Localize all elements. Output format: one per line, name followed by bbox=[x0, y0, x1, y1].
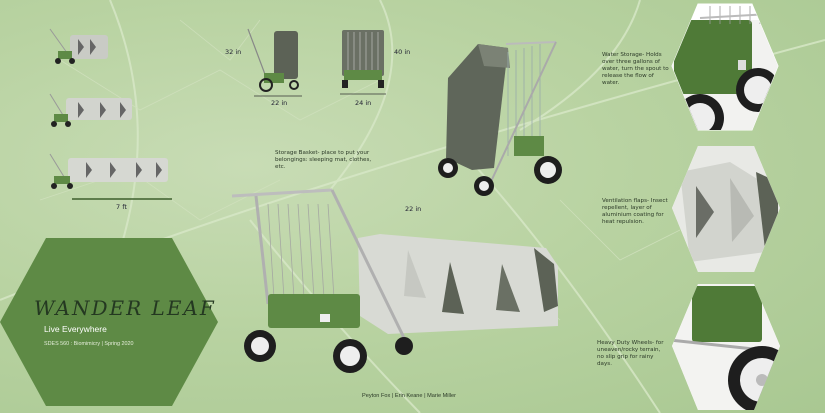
depth-width-label: 24 in bbox=[355, 99, 372, 107]
cart-partial-thumbnail bbox=[49, 93, 132, 127]
width-dimension-line bbox=[254, 95, 302, 97]
ventilation-detail-hexagon bbox=[672, 146, 780, 272]
course-info: SDES 560 : Biomimicry | Spring 2020 bbox=[44, 341, 134, 347]
storage-basket-callout: Storage Basket- place to put your belong… bbox=[275, 150, 372, 170]
wheel-detail-hexagon bbox=[672, 284, 780, 410]
cart-extended-thumbnail bbox=[49, 153, 168, 189]
length-dimension-line bbox=[72, 198, 172, 200]
authors: Peyton Fox | Erin Keane | Marie Miller bbox=[362, 393, 456, 399]
depth-width-line bbox=[340, 93, 386, 95]
collapsed-cart-render bbox=[438, 41, 562, 196]
depth-height-label: 40 in bbox=[394, 48, 411, 56]
side-view-drawing bbox=[247, 28, 299, 92]
project-title: WANDER LEAF bbox=[34, 296, 216, 320]
water-storage-detail-hexagon bbox=[671, 3, 779, 131]
main-width-label: 22 in bbox=[405, 205, 422, 213]
width-dimension-label: 22 in bbox=[271, 99, 288, 107]
cart-collapsed-thumbnail bbox=[49, 28, 108, 64]
length-dimension-label: 7 ft bbox=[116, 203, 127, 211]
front-view-drawing bbox=[342, 30, 384, 88]
extended-cart-render bbox=[231, 188, 558, 373]
wheels-callout: Heavy Duty Wheels- for uneaven/rocky ter… bbox=[597, 340, 664, 367]
title-hexagon bbox=[0, 238, 218, 406]
water-storage-callout: Water Storage- Holds over three gallons … bbox=[602, 52, 669, 86]
ventilation-callout: Ventilation flaps- Insect repellent, lay… bbox=[602, 198, 668, 225]
height-dimension-label: 32 in bbox=[225, 48, 242, 56]
project-tagline: Live Everywhere bbox=[44, 324, 107, 334]
